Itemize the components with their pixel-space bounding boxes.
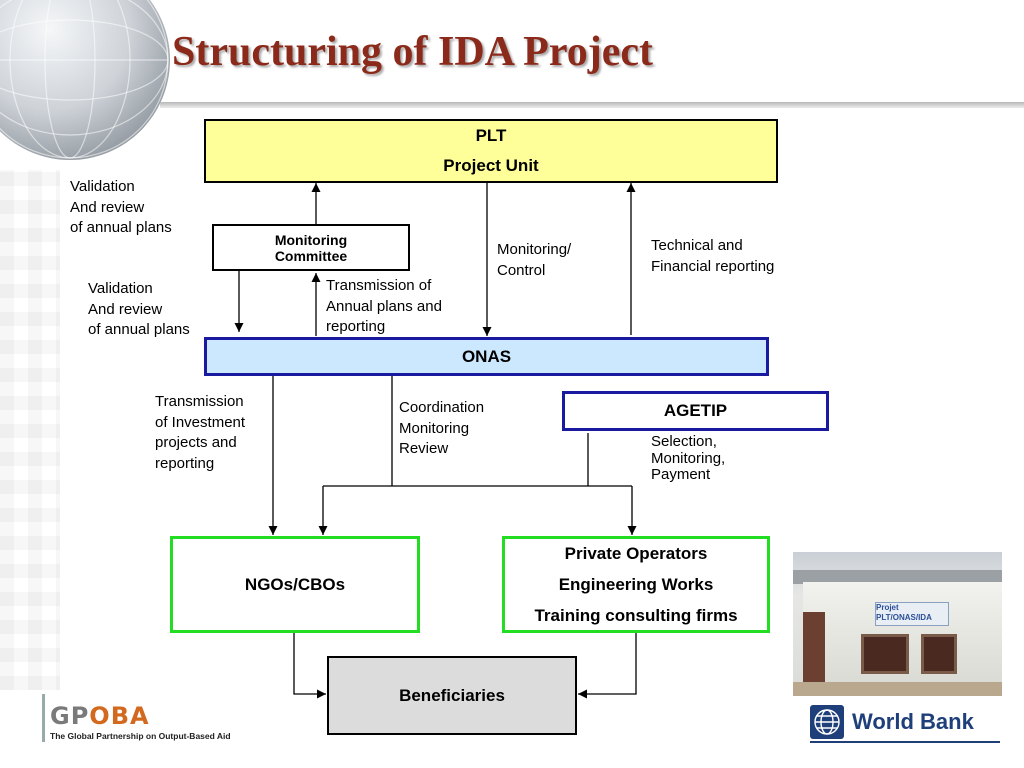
label-line: Monitoring, (651, 449, 726, 467)
label-line: Financial reporting (651, 257, 775, 275)
label-line: of annual plans (88, 321, 190, 338)
label-line: Review (399, 440, 449, 457)
label-monitoring-control: Monitoring/ Control (497, 240, 571, 281)
label-selection: Selection, Monitoring, Payment (651, 433, 726, 484)
monitoring-committee-box: Monitoring Committee (212, 224, 410, 271)
label-line: of annual plans (70, 219, 172, 236)
world-bank-wordmark: World Bank (852, 709, 974, 734)
gpoba-tagline: The Global Partnership on Output-Based A… (50, 731, 231, 741)
background-pattern (0, 170, 60, 690)
arrow-ngos-to-beneficiaries (293, 633, 326, 699)
project-unit-label: Project Unit (443, 156, 539, 175)
label-technical-financial: Technical and Financial reporting (651, 236, 774, 277)
world-bank-globe-icon (810, 705, 844, 739)
photo-window (921, 634, 957, 674)
world-bank-underline (810, 741, 1000, 743)
label-line: Payment (651, 466, 711, 483)
private-operators-line1: Private Operators (564, 544, 708, 563)
label-line: Monitoring/ (497, 241, 572, 258)
label-transmission-annual: Transmission of Annual plans and reporti… (326, 276, 442, 338)
label-line: Technical and (651, 237, 743, 254)
label-line: Transmission of (326, 277, 432, 294)
gpoba-wordmark: GPOBA (50, 702, 150, 730)
photo-sign: Projet PLT/ONAS/IDA (875, 602, 949, 626)
label-line: Monitoring (399, 419, 470, 437)
plt-project-unit-box: PLT Project Unit (204, 119, 778, 183)
label-line: And review (88, 300, 163, 318)
photo-roof (793, 570, 1002, 584)
building-photo: Projet PLT/ONAS/IDA (793, 552, 1002, 696)
label-line: Transmission (155, 393, 244, 410)
gpoba-wordmark-gp: GP (50, 702, 90, 730)
photo-door (803, 612, 825, 696)
photo-ground (793, 682, 1002, 696)
world-bank-logo: World Bank (810, 703, 1000, 743)
monitoring-committee-line1: Monitoring (274, 231, 348, 248)
private-operators-box: Private Operators Engineering Works Trai… (502, 536, 770, 633)
label-line: reporting (326, 318, 386, 335)
label-validation-top: Validation And review of annual plans (70, 177, 172, 239)
label-line: projects and (155, 434, 237, 451)
label-line: of Investment (155, 413, 246, 431)
label-line: Control (497, 261, 546, 279)
label-line: And review (70, 198, 145, 216)
label-line: Validation (70, 178, 135, 195)
monitoring-committee-line2: Committee (274, 247, 348, 264)
label-line: reporting (155, 454, 215, 472)
label-line: Annual plans and (326, 297, 442, 315)
slide-title: Structuring of IDA Project (172, 29, 653, 75)
beneficiaries-box: Beneficiaries (327, 656, 577, 735)
label-line: Coordination (399, 399, 485, 416)
private-operators-line2: Engineering Works (558, 575, 714, 594)
label-coordination: Coordination Monitoring Review (399, 398, 484, 460)
gpoba-logo: GPOBA The Global Partnership on Output-B… (42, 688, 252, 744)
label-transmission-investment: Transmission of Investment projects and … (155, 392, 245, 474)
label-line: Validation (88, 280, 153, 297)
title-divider (160, 102, 1024, 108)
agetip-box: AGETIP (562, 391, 829, 431)
arrow-privops-to-beneficiaries (578, 633, 637, 699)
private-operators-line3: Training consulting firms (534, 606, 738, 625)
plt-label: PLT (475, 126, 507, 145)
label-validation-mid: Validation And review of annual plans (88, 279, 190, 341)
photo-window (861, 634, 909, 674)
ngos-cbos-box: NGOs/CBOs (170, 536, 420, 633)
gpoba-wordmark-oba: OBA (89, 702, 150, 730)
globe-grid-icon (0, 0, 169, 159)
gpoba-logo-bar (42, 694, 45, 742)
onas-box: ONAS (204, 337, 769, 376)
label-line: Selection, (651, 433, 717, 450)
